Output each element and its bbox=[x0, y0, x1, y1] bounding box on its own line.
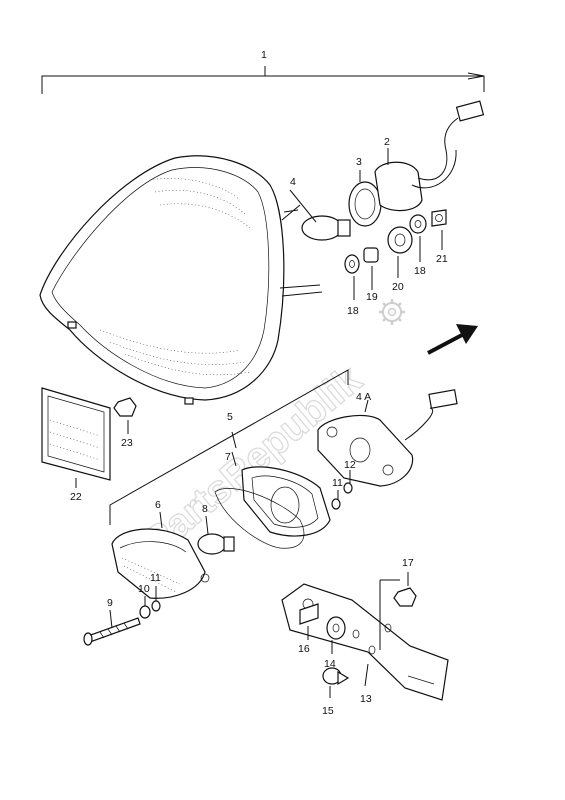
label-part-9: 9 bbox=[107, 597, 113, 609]
label-part-11-lower: 11 bbox=[150, 572, 161, 584]
label-part-19: 19 bbox=[366, 291, 378, 303]
label-part-7: 7 bbox=[225, 451, 231, 463]
label-part-17: 17 bbox=[402, 557, 414, 569]
small-parts-upper bbox=[344, 209, 447, 300]
rivet-15 bbox=[322, 667, 350, 698]
label-part-5: 5 bbox=[227, 411, 233, 423]
screw-9 bbox=[83, 609, 141, 646]
license-lamp-housing-4a bbox=[317, 389, 458, 487]
label-part-14: 14 bbox=[324, 658, 336, 670]
label-part-18-right: 18 bbox=[414, 265, 426, 277]
plate-bracket-13 bbox=[281, 579, 449, 701]
label-part-3: 3 bbox=[356, 156, 362, 168]
washer-14 bbox=[326, 616, 346, 654]
label-part-4a: 4 A bbox=[356, 391, 371, 403]
assembly-bracket-1 bbox=[41, 66, 485, 94]
label-part-6: 6 bbox=[155, 499, 161, 511]
label-part-11-upper: 11 bbox=[332, 477, 343, 489]
nut-23 bbox=[113, 397, 137, 434]
assembly-bracket-5 bbox=[109, 369, 349, 525]
bulb-8 bbox=[197, 515, 235, 555]
tail-lamp-housing bbox=[39, 155, 323, 405]
direction-arrow bbox=[427, 324, 478, 355]
socket-2 bbox=[374, 100, 485, 212]
washer-11-lower bbox=[151, 586, 161, 612]
washer-12 bbox=[343, 470, 353, 494]
washer-10 bbox=[139, 596, 151, 619]
label-part-13: 13 bbox=[360, 693, 372, 705]
label-part-8: 8 bbox=[202, 503, 208, 515]
bulb-4 bbox=[289, 189, 351, 241]
label-part-22: 22 bbox=[70, 491, 82, 503]
label-part-12: 12 bbox=[344, 459, 356, 471]
washer-11-upper bbox=[331, 490, 341, 510]
label-part-20: 20 bbox=[392, 281, 404, 293]
label-part-16: 16 bbox=[298, 643, 310, 655]
part-labels: 1 2 3 4 4 A 5 6 7 8 9 10 11 11 12 13 14 … bbox=[70, 49, 448, 717]
label-part-1: 1 bbox=[261, 49, 267, 61]
label-part-18-left: 18 bbox=[347, 305, 359, 317]
label-part-15: 15 bbox=[322, 705, 334, 717]
label-part-2: 2 bbox=[384, 136, 390, 148]
nut-17 bbox=[393, 572, 417, 607]
gear-icon bbox=[379, 299, 405, 325]
label-part-21: 21 bbox=[436, 253, 448, 265]
label-part-10: 10 bbox=[138, 583, 150, 595]
lens-6 bbox=[111, 511, 210, 599]
bolt-16 bbox=[299, 603, 319, 640]
gasket-lens bbox=[214, 488, 305, 549]
label-part-4: 4 bbox=[290, 176, 296, 188]
lens-holder-7 bbox=[231, 451, 331, 537]
reflector-22 bbox=[41, 387, 111, 488]
label-part-23: 23 bbox=[121, 437, 133, 449]
